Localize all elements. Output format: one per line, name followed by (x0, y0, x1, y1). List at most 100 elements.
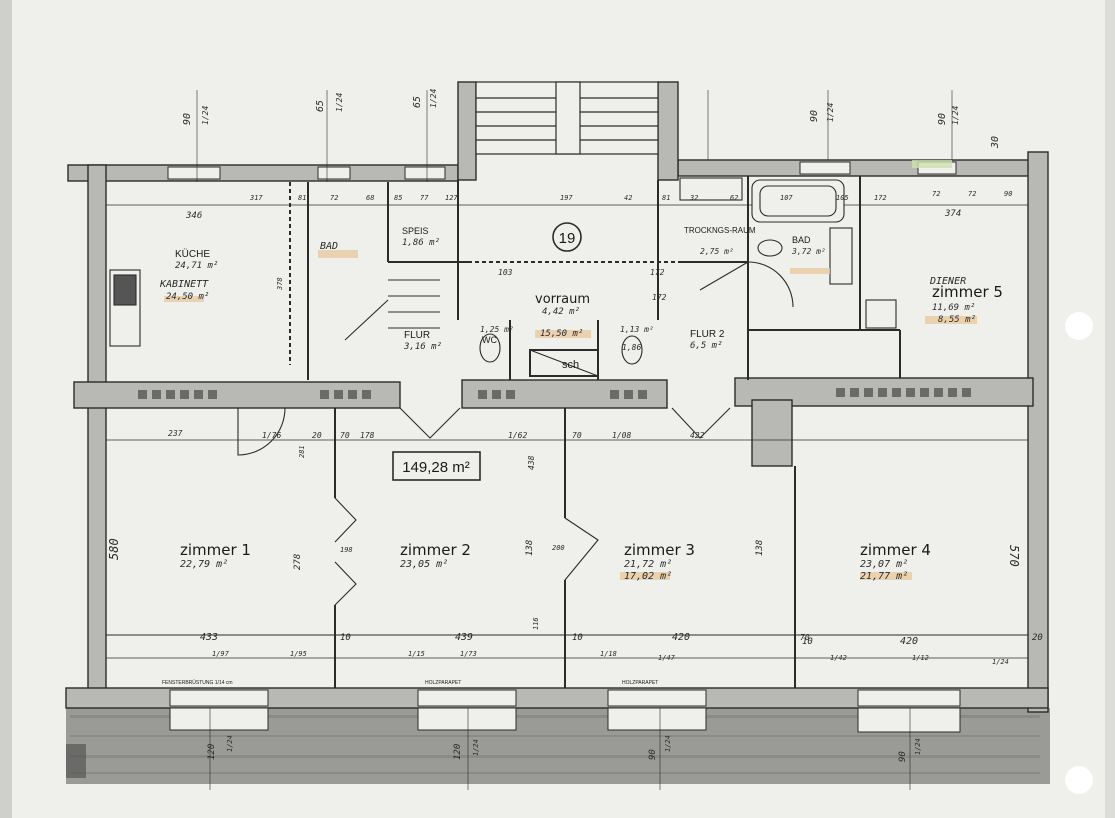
dim-top: 90 (937, 113, 948, 125)
punch-hole-bottom (1065, 766, 1093, 794)
dim: 1/18 (600, 650, 617, 658)
room-area-wc2: 1,13 m² (620, 325, 654, 334)
dims-row-upper: 317 81 72 68 85 77 127 197 42 81 32 62 1… (249, 190, 1012, 202)
dim: 70 (800, 633, 810, 642)
dim: 1/42 (830, 654, 847, 662)
dim-top-sub: 1/24 (826, 103, 835, 122)
room-area-zimmer2: 23,05 m² (400, 559, 448, 570)
dim: 1/15 (408, 650, 425, 658)
stair-number-circle (552, 222, 582, 252)
dim: 90 (648, 749, 658, 760)
dim: 172 (650, 268, 665, 277)
dim: 1/95 (290, 650, 307, 658)
dim: 198 (340, 546, 353, 554)
room-name-bad2: BAD (792, 235, 811, 245)
dim-top-sub: 1/24 (335, 93, 344, 112)
dim: 420 (672, 632, 690, 643)
punch-hole-top (1065, 312, 1093, 340)
dim: 422 (690, 431, 705, 440)
dim: 20 (1032, 633, 1043, 643)
dim: 378 (276, 277, 284, 291)
room-name-bad1: BAD (320, 241, 338, 252)
dim: 90 (898, 751, 908, 762)
dim: 237 (168, 429, 183, 438)
dim: 127 (445, 194, 458, 202)
room-name-zimmer4: zimmer 4 (860, 541, 931, 559)
dim: 1/08 (612, 431, 631, 440)
dim: 1/12 (912, 654, 929, 662)
door-swings (237, 261, 794, 606)
dim: 72 (932, 190, 940, 198)
dim: 10 (572, 633, 583, 643)
room-oldarea-kueche: 24,50 m² (166, 292, 209, 302)
dim: 178 (360, 431, 375, 440)
dim: 85 (394, 194, 402, 202)
interior-walls (106, 176, 1028, 688)
room-area-vorraum: 4,42 m² (542, 307, 580, 317)
stair-number: 19 (559, 230, 576, 247)
room-area-flur1: 3,16 m² (403, 342, 442, 352)
dims-row-bottom: 433 10 439 10 420 10 420 20 (200, 632, 1043, 647)
room-name-zimmer2: zimmer 2 (400, 541, 471, 559)
dim: 10 (802, 637, 813, 647)
room-name-zimmer3: zimmer 3 (624, 541, 695, 559)
dim: 138 (755, 540, 765, 556)
dim: 374 (944, 209, 961, 219)
dim: 1/24 (226, 735, 234, 752)
dim: 68 (366, 194, 374, 202)
dim: 72 (330, 194, 338, 202)
dim: 1/24 (664, 735, 672, 752)
total-area: 149,28 m² (402, 459, 470, 476)
ground-texture (70, 715, 1040, 774)
dim: 62 (730, 194, 738, 202)
dims-bottom-vertical: 120 1/24 120 1/24 90 1/24 90 1/24 (207, 735, 922, 762)
stair-flight-left (388, 279, 440, 329)
room-area-bad2: 3,72 m² (791, 247, 826, 256)
dim-top-sub: 1/24 (429, 89, 438, 108)
dim: 317 (249, 194, 263, 202)
dim-top: 90 (809, 110, 820, 122)
dim: 172 (652, 293, 667, 302)
dim: 107 (780, 194, 793, 202)
dim: 278 (293, 554, 303, 570)
dim: 1/97 (212, 650, 230, 658)
dim: 81 (298, 194, 306, 202)
room-area-flur2: 6,5 m² (690, 341, 723, 351)
dim: 438 (527, 455, 536, 470)
room-area-wc: 1,25 m² (480, 325, 514, 334)
room-area-old-zimmer3: 17,02 m² (624, 571, 672, 582)
dims-vertical: 438 278 138 138 281 198 200 378 116 (276, 277, 765, 630)
room-name-vorraum: vorraum (535, 292, 590, 307)
dim-top-sub: 1/24 (201, 106, 210, 125)
dim: 281 (298, 445, 306, 458)
dim: 138 (525, 540, 535, 556)
dim: 120 (207, 744, 217, 760)
room-area-zimmer3: 21,72 m² (624, 559, 672, 570)
room-name-zimmer5: zimmer 5 (932, 283, 1003, 301)
dim: 197 (560, 194, 573, 202)
dim: 1/62 (508, 431, 527, 440)
shaft-label: sch (562, 359, 579, 371)
staircase (475, 81, 659, 155)
room-oldname-kueche: KABINETT (159, 279, 209, 290)
dim: 439 (455, 632, 473, 643)
dim: 1/24 (914, 738, 922, 755)
dim: 77 (420, 194, 429, 202)
dims-row-lower: 237 70 70 70 20 1/76 1/62 1/08 422 178 (168, 429, 810, 642)
qr-stamp (66, 744, 86, 778)
dim-side-right: 570 (1007, 545, 1021, 567)
old-partitions (289, 182, 680, 365)
note-window-sill: FENSTERBRÜSTUNG 1/14 cm (162, 679, 233, 686)
dim-top: 30 (990, 136, 1001, 149)
room-area-old-vorraum: 15,50 m² (540, 329, 583, 339)
dim: 1/47 (658, 654, 676, 662)
room-name-speis: SPEIS (402, 226, 429, 236)
dim-top: 65 (315, 100, 326, 112)
dims-row-bottom-sub: 1/97 1/95 1/15 1/73 1/18 1/47 1/42 1/12 … (212, 650, 1009, 666)
room-area-wc2b: 1,86 (622, 343, 641, 352)
dim: 346 (185, 211, 202, 221)
dims-top: 90 65 65 90 90 30 1/24 1/24 1/24 1/24 1/… (182, 89, 1001, 149)
dim-top-sub: 1/24 (951, 106, 960, 125)
room-oldname-zimmer5: DIENER (929, 276, 966, 287)
